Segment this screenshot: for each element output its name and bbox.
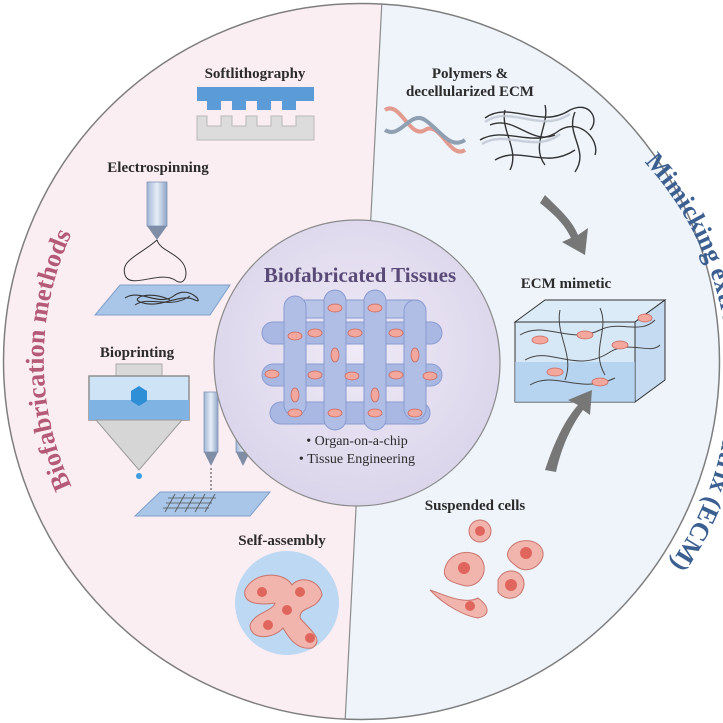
ecm-mimetic-label: ECM mimetic: [521, 276, 612, 292]
electrospinning-label: Electrospinning: [107, 160, 209, 176]
bullet-tissue-engineering: • Tissue Engineering: [299, 452, 415, 467]
decellularized-ecm-fibers-icon: [479, 104, 597, 173]
polymers-label-line1: Polymers &: [432, 66, 508, 82]
cell-nuclei: [458, 526, 532, 611]
self-assembly-label: Self-assembly: [238, 533, 326, 549]
scaffold-grid: [261, 289, 443, 431]
down-arrow-icon: [540, 195, 588, 255]
center-title: Biofabricated Tissues: [264, 263, 456, 287]
bullet-organ-on-a-chip: • Organ-on-a-chip: [306, 434, 407, 449]
fiber-highlights: [481, 112, 571, 146]
suspended-cells-label: Suspended cells: [425, 498, 526, 514]
left-half-background: [3, 3, 382, 720]
softlithography-label: Softlithography: [205, 66, 306, 82]
dna-helix-icon: [383, 106, 467, 154]
electrospinning-icon: [93, 181, 231, 316]
softlithography-icon: [196, 87, 315, 141]
center-circle: [213, 219, 501, 507]
bioprinting-label: Bioprinting: [100, 345, 175, 361]
up-arrow-icon: [545, 390, 592, 472]
ecm-mimetic-cube-icon: [513, 299, 667, 403]
self-assembly-icon: [235, 551, 339, 655]
polymers-label-line2: decellularized ECM: [406, 84, 534, 100]
